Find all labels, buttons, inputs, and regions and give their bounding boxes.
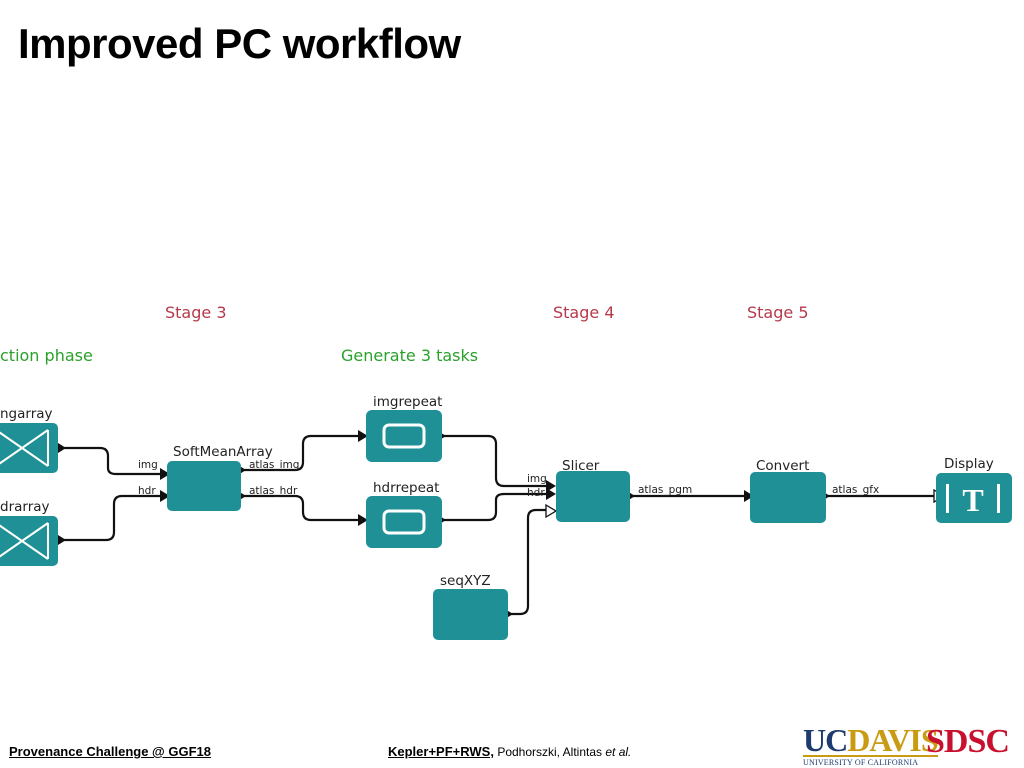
softmeanarray-actor[interactable] (167, 461, 241, 511)
imgrepeat-label: imgrepeat (373, 394, 442, 410)
imgrepeat-actor[interactable] (366, 410, 442, 462)
footer-left-text: Provenance Challenge @ GGF18 (9, 744, 211, 759)
slide-title: Improved PC workflow (18, 20, 461, 67)
phase-label-generate: Generate 3 tasks (341, 346, 478, 365)
hdrrepeat-actor[interactable] (366, 496, 442, 548)
softmean-port-img-in: img (138, 459, 158, 471)
convert-port-out: atlas_gfx (832, 484, 879, 496)
display-t-icon: T (962, 482, 983, 518)
stage-5-label: Stage 5 (747, 303, 809, 322)
footer-center-title: Kepler+PF+RWS, (388, 744, 494, 759)
hdrarray-label: drarray (0, 499, 50, 515)
footer-center-etal: et al. (605, 745, 632, 759)
softmean-port-hdr-in: hdr (138, 485, 156, 497)
slicer-actor[interactable] (556, 471, 630, 522)
ingarray-label: ngarray (0, 406, 53, 422)
slicer-port-out: atlas_pgm (638, 484, 692, 496)
convert-label: Convert (756, 458, 809, 474)
connections (58, 434, 934, 616)
stage-4-label: Stage 4 (553, 303, 615, 322)
seqxyz-label: seqXYZ (440, 573, 491, 589)
uc-subtitle: UNIVERSITY OF CALIFORNIA (803, 755, 938, 767)
display-actor[interactable]: T (936, 473, 1012, 523)
uc-text: UC (803, 722, 848, 758)
stage-3-label: Stage 3 (165, 303, 227, 322)
softmeanarray-label: SoftMeanArray (173, 444, 273, 460)
hdrarray-actor[interactable] (0, 516, 58, 566)
display-label: Display (944, 456, 994, 472)
slicer-port-img-in: img (527, 473, 547, 485)
slicer-port-hdr-in: hdr (527, 487, 545, 499)
softmean-port-img-out: atlas_img (249, 459, 299, 471)
hdrrepeat-label: hdrrepeat (373, 480, 439, 496)
softmean-port-hdr-out: atlas_hdr (249, 485, 298, 497)
davis-text: DAVIS (847, 722, 938, 758)
slicer-label: Slicer (562, 458, 600, 474)
sdsc-logo: SDSC (926, 723, 1010, 760)
ingarray-actor[interactable] (0, 423, 58, 473)
phase-label-left: ction phase (0, 346, 93, 365)
footer-center: Kepler+PF+RWS, Podhorszki, Altintas et a… (388, 744, 631, 759)
footer-center-authors: Podhorszki, Altintas (497, 745, 603, 759)
seqxyz-actor[interactable] (433, 589, 508, 640)
convert-actor[interactable] (750, 472, 826, 523)
workflow-diagram: Stage 3 Stage 4 Stage 5 ction phase Gene… (0, 303, 1012, 640)
ucdavis-logo: UCDAVIS UNIVERSITY OF CALIFORNIA (803, 722, 939, 767)
